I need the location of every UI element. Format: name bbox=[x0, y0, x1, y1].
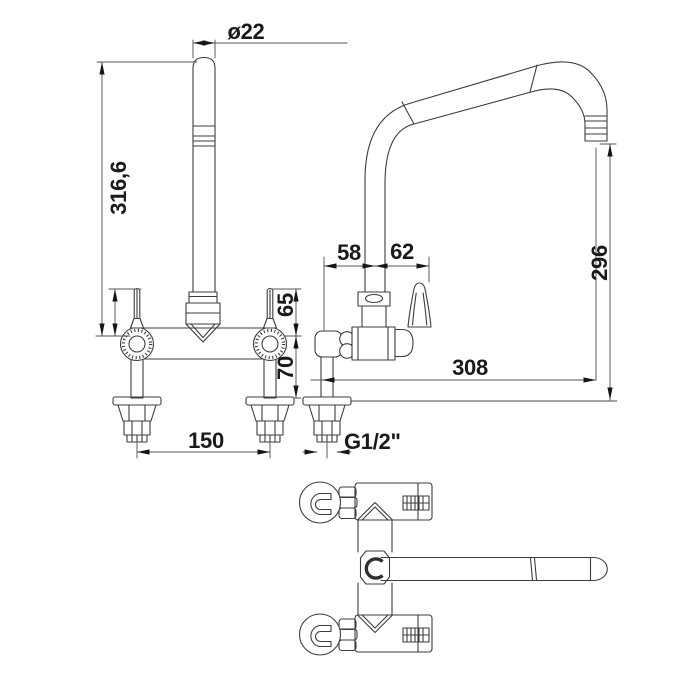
knurl-ring bbox=[254, 328, 286, 360]
bonnet-hex bbox=[338, 486, 357, 499]
dim-label-inlet-spacing: 150 bbox=[188, 428, 224, 453]
bonnet-neck bbox=[361, 305, 387, 328]
dim-inlet-spacing: 150 bbox=[136, 428, 271, 459]
elbow-fitting bbox=[314, 330, 343, 358]
top-view-valve-unit bbox=[298, 481, 433, 524]
chevron-bottom bbox=[356, 614, 394, 634]
lever-side bbox=[407, 282, 432, 328]
central-body-top-view bbox=[357, 519, 393, 616]
dim-label-body-to-wall: 70 bbox=[273, 356, 298, 380]
front-view bbox=[112, 56, 295, 443]
dim-outlet-height: 296 bbox=[587, 143, 617, 401]
handle-right bbox=[252, 287, 288, 362]
swivel-nut-oval bbox=[364, 293, 384, 304]
valve-body-side bbox=[351, 326, 414, 361]
dim-height-total: 316,6 bbox=[95, 61, 198, 337]
tube-joint-lines bbox=[401, 64, 538, 125]
dim-spout-diameter: ø22 bbox=[192, 19, 348, 59]
dim-spout-reach: 308 bbox=[310, 147, 597, 383]
dim-label-outlet-height: 296 bbox=[587, 245, 612, 281]
spout-front bbox=[185, 56, 221, 343]
dim-label-handle-height: 65 bbox=[273, 293, 298, 317]
handle-top-view bbox=[298, 481, 342, 524]
handle-left bbox=[119, 287, 155, 362]
faucet-body-front bbox=[132, 327, 275, 360]
dim-thread: G1/2" bbox=[302, 429, 401, 459]
swivel-ring bbox=[364, 557, 384, 580]
inlet-right bbox=[245, 358, 295, 443]
spout-side bbox=[364, 61, 608, 293]
knurl-ring bbox=[121, 328, 153, 360]
spout-base-vee bbox=[185, 323, 221, 343]
inlet-left bbox=[112, 358, 162, 443]
dim-offsets-58-62: 58 62 bbox=[323, 239, 430, 331]
dim-label-thread: G1/2" bbox=[344, 429, 401, 454]
tube-joint-lines bbox=[529, 557, 538, 581]
top-view bbox=[298, 481, 608, 656]
dim-label-offset-handle: 62 bbox=[390, 239, 414, 264]
aerator-rings bbox=[584, 115, 608, 135]
dim-handle-height: 65 bbox=[271, 288, 302, 337]
dim-label-spout-reach: 308 bbox=[452, 355, 488, 380]
side-view bbox=[302, 61, 617, 443]
dim-label-spout-diameter: ø22 bbox=[227, 19, 264, 44]
supply-pipe bbox=[320, 355, 334, 398]
dim-handle-height-left bbox=[108, 288, 142, 337]
dim-label-offset-front: 58 bbox=[337, 240, 361, 265]
bonnet-hex bbox=[338, 507, 357, 520]
dim-body-to-wall: 70 bbox=[273, 335, 302, 399]
spout-top-view bbox=[380, 556, 608, 582]
chevron-top bbox=[356, 501, 394, 521]
swivel-collar bbox=[357, 291, 391, 307]
handle-arch bbox=[310, 492, 332, 516]
dimensions: ø22 316,6 65 70 bbox=[95, 19, 617, 459]
dim-label-height-total: 316,6 bbox=[106, 161, 131, 215]
